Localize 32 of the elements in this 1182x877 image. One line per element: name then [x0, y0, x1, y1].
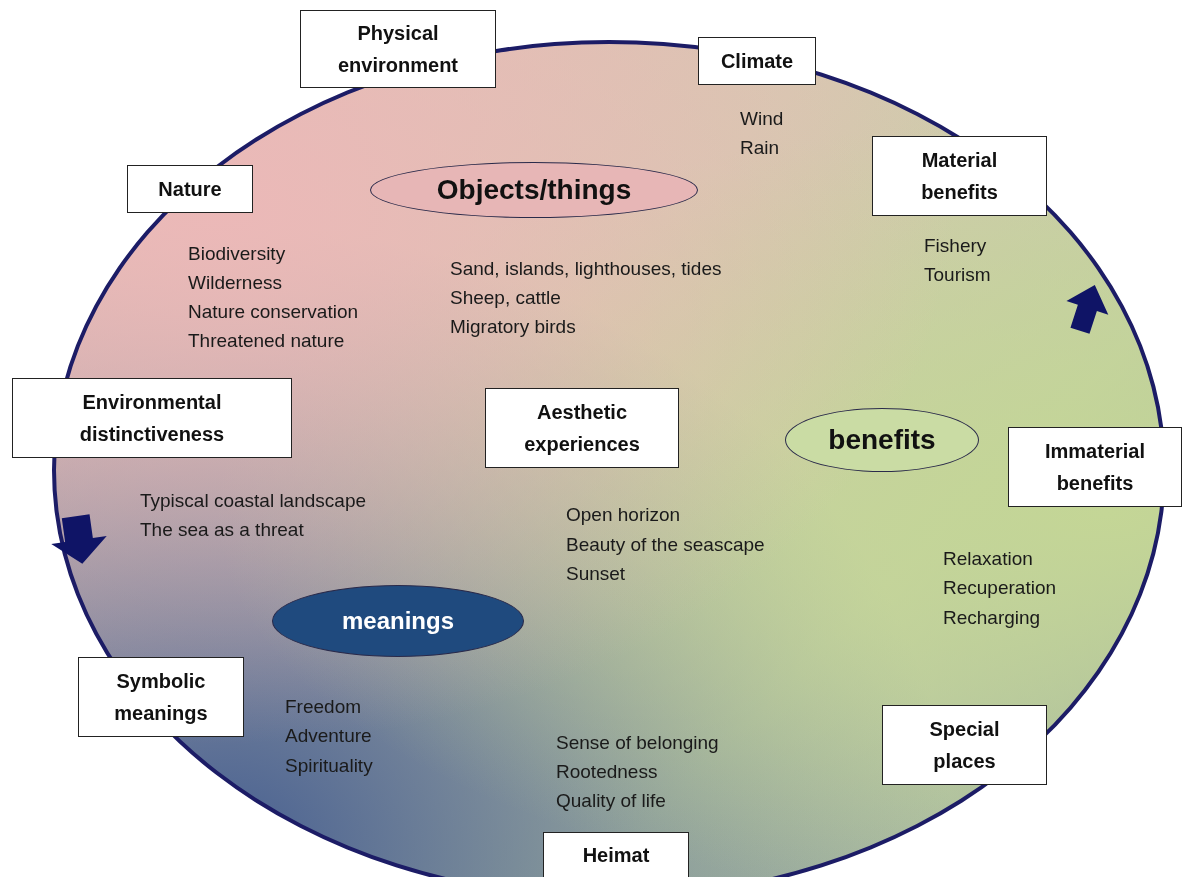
list-text: Threatened nature [188, 330, 345, 352]
list-text: Rootedness [556, 761, 658, 783]
category-ellipse: Objects/things [370, 162, 698, 218]
list-text: The sea as a threat [140, 519, 304, 541]
list-text: Migratory birds [450, 316, 576, 338]
list-text: Biodiversity [188, 243, 286, 265]
list-text: Nature conservation [188, 301, 359, 323]
topic-box: Aesthetic experiences [485, 388, 679, 468]
topic-box: Environmental distinctiveness [12, 378, 292, 458]
list-text: Recuperation [943, 577, 1057, 599]
list-text: Sheep, cattle [450, 287, 561, 309]
list-text: Sunset [566, 563, 626, 585]
list-text: Wilderness [188, 272, 282, 294]
list-text: Rain [740, 137, 780, 159]
list-text: Relaxation [943, 548, 1033, 570]
topic-box: Physical environment [300, 10, 496, 88]
category-ellipse: meanings [272, 585, 524, 657]
list-text: Tourism [924, 264, 991, 286]
list-text: Wind [740, 108, 784, 130]
list-text: Recharging [943, 607, 1041, 629]
list-text: Freedom [285, 696, 362, 718]
list-text: Fishery [924, 235, 987, 257]
list-text: Open horizon [566, 504, 681, 526]
list-text: Beauty of the seascape [566, 534, 765, 556]
category-ellipse: benefits [785, 408, 979, 472]
list-text: Quality of life [556, 790, 666, 812]
list-text: Typiscal coastal landscape [140, 490, 366, 512]
list-text: Sand, islands, lighthouses, tides [450, 258, 722, 280]
list-text: Adventure [285, 725, 372, 747]
list-text: Spirituality [285, 755, 373, 777]
topic-box: Immaterial benefits [1008, 427, 1182, 507]
list-text: Sense of belonging [556, 732, 719, 754]
